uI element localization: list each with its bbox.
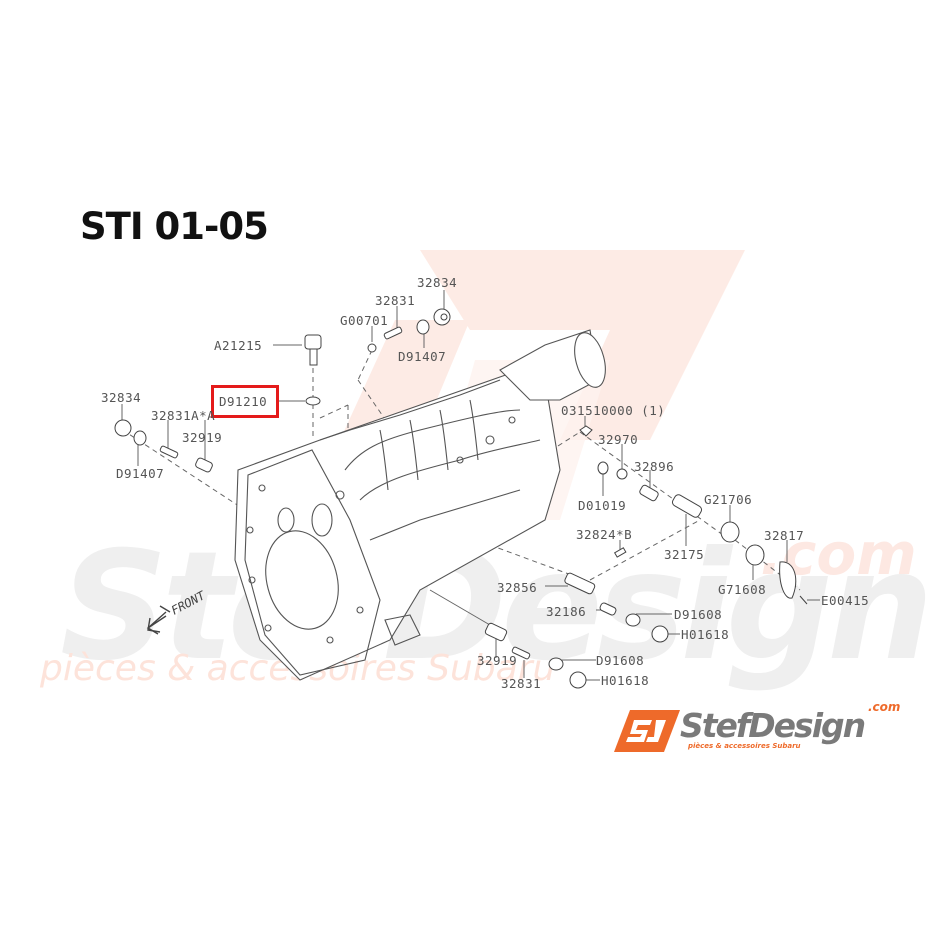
part-label[interactable]: H01618 <box>601 673 650 688</box>
part-label[interactable]: G21706 <box>704 492 753 507</box>
sd-logo-mark-icon <box>614 710 680 752</box>
part-label[interactable]: 32817 <box>764 528 805 543</box>
part-label[interactable]: H01618 <box>681 627 730 642</box>
part-label[interactable]: G71608 <box>718 582 767 597</box>
part-label-highlighted[interactable]: D91210 <box>219 394 268 409</box>
page-title: STI 01-05 <box>80 205 269 248</box>
part-label[interactable]: 32824*B <box>576 527 633 542</box>
part-label[interactable]: 32919 <box>182 430 223 445</box>
part-label[interactable]: 32856 <box>497 580 538 595</box>
part-label[interactable]: 32186 <box>546 604 587 619</box>
part-label[interactable]: 32896 <box>634 459 675 474</box>
part-label[interactable]: D91407 <box>116 466 165 481</box>
part-label[interactable]: G00701 <box>340 313 389 328</box>
part-label[interactable]: D01019 <box>578 498 627 513</box>
part-label[interactable]: 32919 <box>477 653 518 668</box>
part-label[interactable]: D91407 <box>398 349 447 364</box>
part-label[interactable]: E00415 <box>821 593 870 608</box>
logo-name: StefDesign <box>680 706 866 745</box>
part-label[interactable]: 32834 <box>101 390 142 405</box>
part-label[interactable]: D91608 <box>674 607 723 622</box>
part-label[interactable]: 031510000 (1) <box>561 403 666 418</box>
part-label[interactable]: 32970 <box>598 432 639 447</box>
stefdesign-logo: StefDesign .com pièces & accessoires Sub… <box>612 700 917 756</box>
part-label[interactable]: 32175 <box>664 547 705 562</box>
logo-domain: .com <box>868 700 901 714</box>
highlight-box <box>211 385 279 418</box>
part-label[interactable]: 32831 <box>375 293 416 308</box>
part-label[interactable]: 32834 <box>417 275 458 290</box>
part-label[interactable]: A21215 <box>214 338 263 353</box>
part-label[interactable]: 32831A*A <box>151 408 216 423</box>
part-label[interactable]: D91608 <box>596 653 645 668</box>
logo-tagline: pièces & accessoires Subaru <box>688 742 801 750</box>
part-label[interactable]: 32831 <box>501 676 542 691</box>
